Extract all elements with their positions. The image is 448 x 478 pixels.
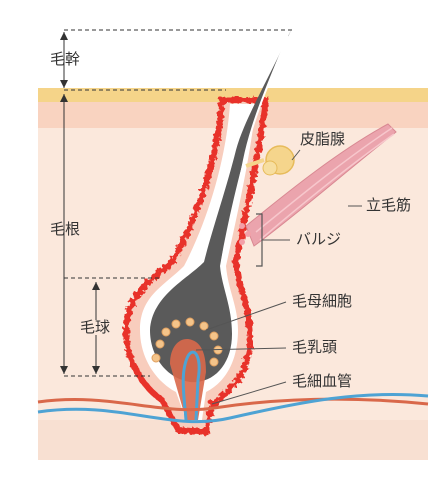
matrix-cells [151,317,223,367]
leader-lines [195,149,362,405]
label-arrector-pili: 立毛筋 [366,196,412,214]
hair-shaft [150,28,292,383]
label-dermal-papilla: 毛乳頭 [292,338,338,356]
skin-surface-layer [38,88,428,102]
papilla-vessel [181,350,201,421]
arrector-pili-muscle [245,123,397,247]
label-hair-shaft: 毛幹 [50,50,81,68]
label-hair-root: 毛根 [50,220,81,238]
label-bulge: バルジ [296,230,342,248]
bulge-cells [239,223,251,245]
sebaceous-gland [245,145,295,176]
capillary-red [37,397,429,412]
measurement-arrowheads [60,32,100,374]
subcutis-band [38,420,428,460]
capillary-blue [37,392,429,424]
label-sebaceous-gland: 皮脂腺 [300,130,346,148]
hair-shaft-highlight [221,35,289,263]
label-matrix-cells: 毛母細胞 [292,292,353,310]
label-capillaries: 毛細血管 [292,372,353,390]
label-hair-bulb: 毛球 [80,318,111,336]
